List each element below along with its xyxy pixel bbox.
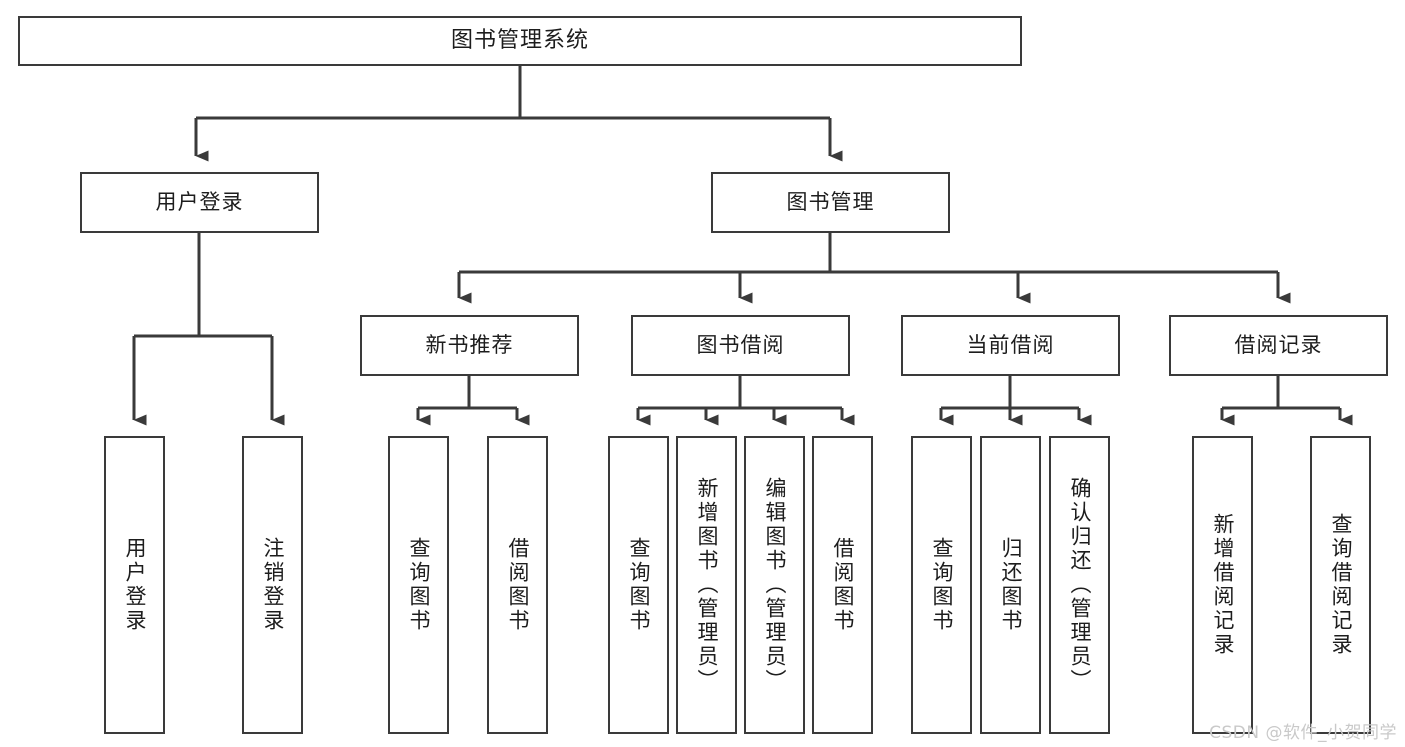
leaf-label: 查询图书	[930, 537, 954, 633]
node-book-manage[interactable]: 图书管理	[711, 172, 950, 233]
node-current-borrow-label: 当前借阅	[966, 333, 1055, 358]
leaf-label: 注销登录	[261, 537, 285, 633]
node-new-book-recommend-label: 新书推荐	[425, 333, 514, 358]
node-user-login[interactable]: 用户登录	[80, 172, 319, 233]
leaf-current-confirm-return[interactable]: 确认归还（管理员）	[1049, 436, 1110, 734]
node-borrow-record-label: 借阅记录	[1234, 333, 1323, 358]
leaf-borrow-borrow-book[interactable]: 借阅图书	[812, 436, 873, 734]
leaf-user-login[interactable]: 用户登录	[104, 436, 165, 734]
leaf-label: 用户登录	[123, 537, 147, 633]
node-book-manage-label: 图书管理	[786, 190, 875, 215]
leaf-newbook-borrow-book[interactable]: 借阅图书	[487, 436, 548, 734]
leaf-current-return-book[interactable]: 归还图书	[980, 436, 1041, 734]
leaf-current-query-book[interactable]: 查询图书	[911, 436, 972, 734]
node-book-borrow[interactable]: 图书借阅	[631, 315, 850, 376]
leaf-label: 新增图书（管理员）	[695, 477, 719, 693]
leaf-label: 查询借阅记录	[1329, 513, 1353, 657]
node-current-borrow[interactable]: 当前借阅	[901, 315, 1120, 376]
leaf-label: 借阅图书	[831, 537, 855, 633]
leaf-record-query-record[interactable]: 查询借阅记录	[1310, 436, 1371, 734]
leaf-newbook-query-book[interactable]: 查询图书	[388, 436, 449, 734]
leaf-label: 编辑图书（管理员）	[763, 477, 787, 693]
leaf-record-add-record[interactable]: 新增借阅记录	[1192, 436, 1253, 734]
leaf-label: 查询图书	[627, 537, 651, 633]
leaf-borrow-add-book[interactable]: 新增图书（管理员）	[676, 436, 737, 734]
leaf-borrow-edit-book[interactable]: 编辑图书（管理员）	[744, 436, 805, 734]
node-borrow-record[interactable]: 借阅记录	[1169, 315, 1388, 376]
leaf-label: 借阅图书	[506, 537, 530, 633]
leaf-borrow-query-book[interactable]: 查询图书	[608, 436, 669, 734]
leaf-label: 新增借阅记录	[1211, 513, 1235, 657]
leaf-label: 查询图书	[407, 537, 431, 633]
leaf-label: 归还图书	[999, 537, 1023, 633]
node-book-borrow-label: 图书借阅	[696, 333, 785, 358]
leaf-label: 确认归还（管理员）	[1068, 477, 1092, 693]
node-user-login-label: 用户登录	[155, 190, 244, 215]
leaf-user-logout[interactable]: 注销登录	[242, 436, 303, 734]
node-root-system[interactable]: 图书管理系统	[18, 16, 1022, 66]
node-root-label: 图书管理系统	[450, 28, 589, 54]
node-new-book-recommend[interactable]: 新书推荐	[360, 315, 579, 376]
watermark: CSDN @软件_小贺同学	[1209, 723, 1397, 743]
